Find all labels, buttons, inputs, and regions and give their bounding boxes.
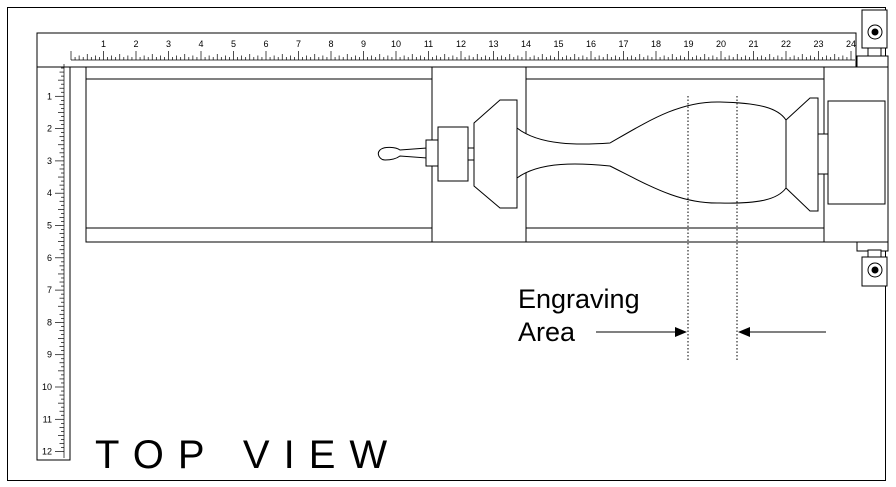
handle-knob bbox=[377, 146, 428, 161]
v-ruler-number: 9 bbox=[47, 350, 52, 360]
tailstock-center-cone bbox=[473, 99, 518, 209]
h-ruler-number: 2 bbox=[133, 39, 138, 49]
h-ruler-number: 9 bbox=[361, 39, 366, 49]
vertical-ruler-ticks bbox=[55, 64, 65, 458]
workpiece bbox=[516, 101, 787, 204]
h-ruler-number: 22 bbox=[781, 39, 791, 49]
headstock-chuck bbox=[785, 97, 829, 212]
vertical-ruler-outline bbox=[36, 67, 71, 461]
h-ruler-number: 1 bbox=[101, 39, 106, 49]
top-clamp bbox=[856, 9, 889, 68]
h-ruler-number: 20 bbox=[716, 39, 726, 49]
h-ruler-number: 4 bbox=[198, 39, 203, 49]
chuck-spindle bbox=[817, 133, 829, 175]
h-ruler-number: 10 bbox=[391, 39, 401, 49]
top-clamp-foot bbox=[856, 55, 889, 68]
v-ruler-number: 5 bbox=[47, 221, 52, 231]
h-ruler-number: 11 bbox=[424, 39, 433, 49]
motor-block bbox=[827, 100, 886, 205]
h-ruler-number: 17 bbox=[618, 39, 628, 49]
h-ruler-number: 18 bbox=[651, 39, 661, 49]
v-ruler-number: 12 bbox=[42, 447, 52, 457]
horizontal-ruler-outline bbox=[36, 32, 857, 68]
h-ruler-number: 5 bbox=[231, 39, 236, 49]
h-ruler-number: 15 bbox=[553, 39, 563, 49]
v-ruler-number: 1 bbox=[47, 91, 52, 101]
h-ruler-number: 14 bbox=[521, 39, 531, 49]
h-ruler-number: 12 bbox=[456, 39, 466, 49]
h-ruler-number: 3 bbox=[166, 39, 171, 49]
bottom-clamp bbox=[856, 241, 889, 287]
h-ruler-number: 23 bbox=[813, 39, 823, 49]
engraving-arrow-left-head bbox=[675, 327, 687, 337]
engraving-label-line1: Engraving bbox=[518, 284, 640, 314]
horizontal-ruler-ticks bbox=[70, 51, 855, 61]
v-ruler-number: 6 bbox=[47, 253, 52, 263]
v-ruler-number: 11 bbox=[43, 414, 52, 424]
engraving-arrow-right-head bbox=[738, 327, 750, 337]
page-title: TOP VIEW bbox=[95, 433, 401, 477]
h-ruler-number: 24 bbox=[846, 39, 856, 49]
h-ruler-number: 21 bbox=[748, 39, 758, 49]
bottom-clamp-bolt-center bbox=[871, 266, 879, 274]
h-ruler-number: 7 bbox=[296, 39, 301, 49]
tailstock bbox=[377, 99, 518, 209]
v-ruler-number: 7 bbox=[47, 285, 52, 295]
h-ruler-number: 8 bbox=[328, 39, 333, 49]
engraving-label-line2: Area bbox=[518, 317, 576, 347]
v-ruler-number: 10 bbox=[42, 382, 52, 392]
h-ruler-number: 13 bbox=[488, 39, 498, 49]
v-ruler-number: 8 bbox=[47, 317, 52, 327]
top-clamp-bolt-center bbox=[871, 28, 879, 36]
tailstock-body bbox=[437, 126, 469, 182]
h-ruler-number: 19 bbox=[683, 39, 693, 49]
v-ruler-number: 2 bbox=[47, 124, 52, 134]
h-ruler-number: 16 bbox=[586, 39, 596, 49]
v-ruler-number: 4 bbox=[47, 188, 52, 198]
h-ruler-number: 6 bbox=[263, 39, 268, 49]
chuck-cone bbox=[785, 97, 819, 212]
v-ruler-number: 3 bbox=[47, 156, 52, 166]
